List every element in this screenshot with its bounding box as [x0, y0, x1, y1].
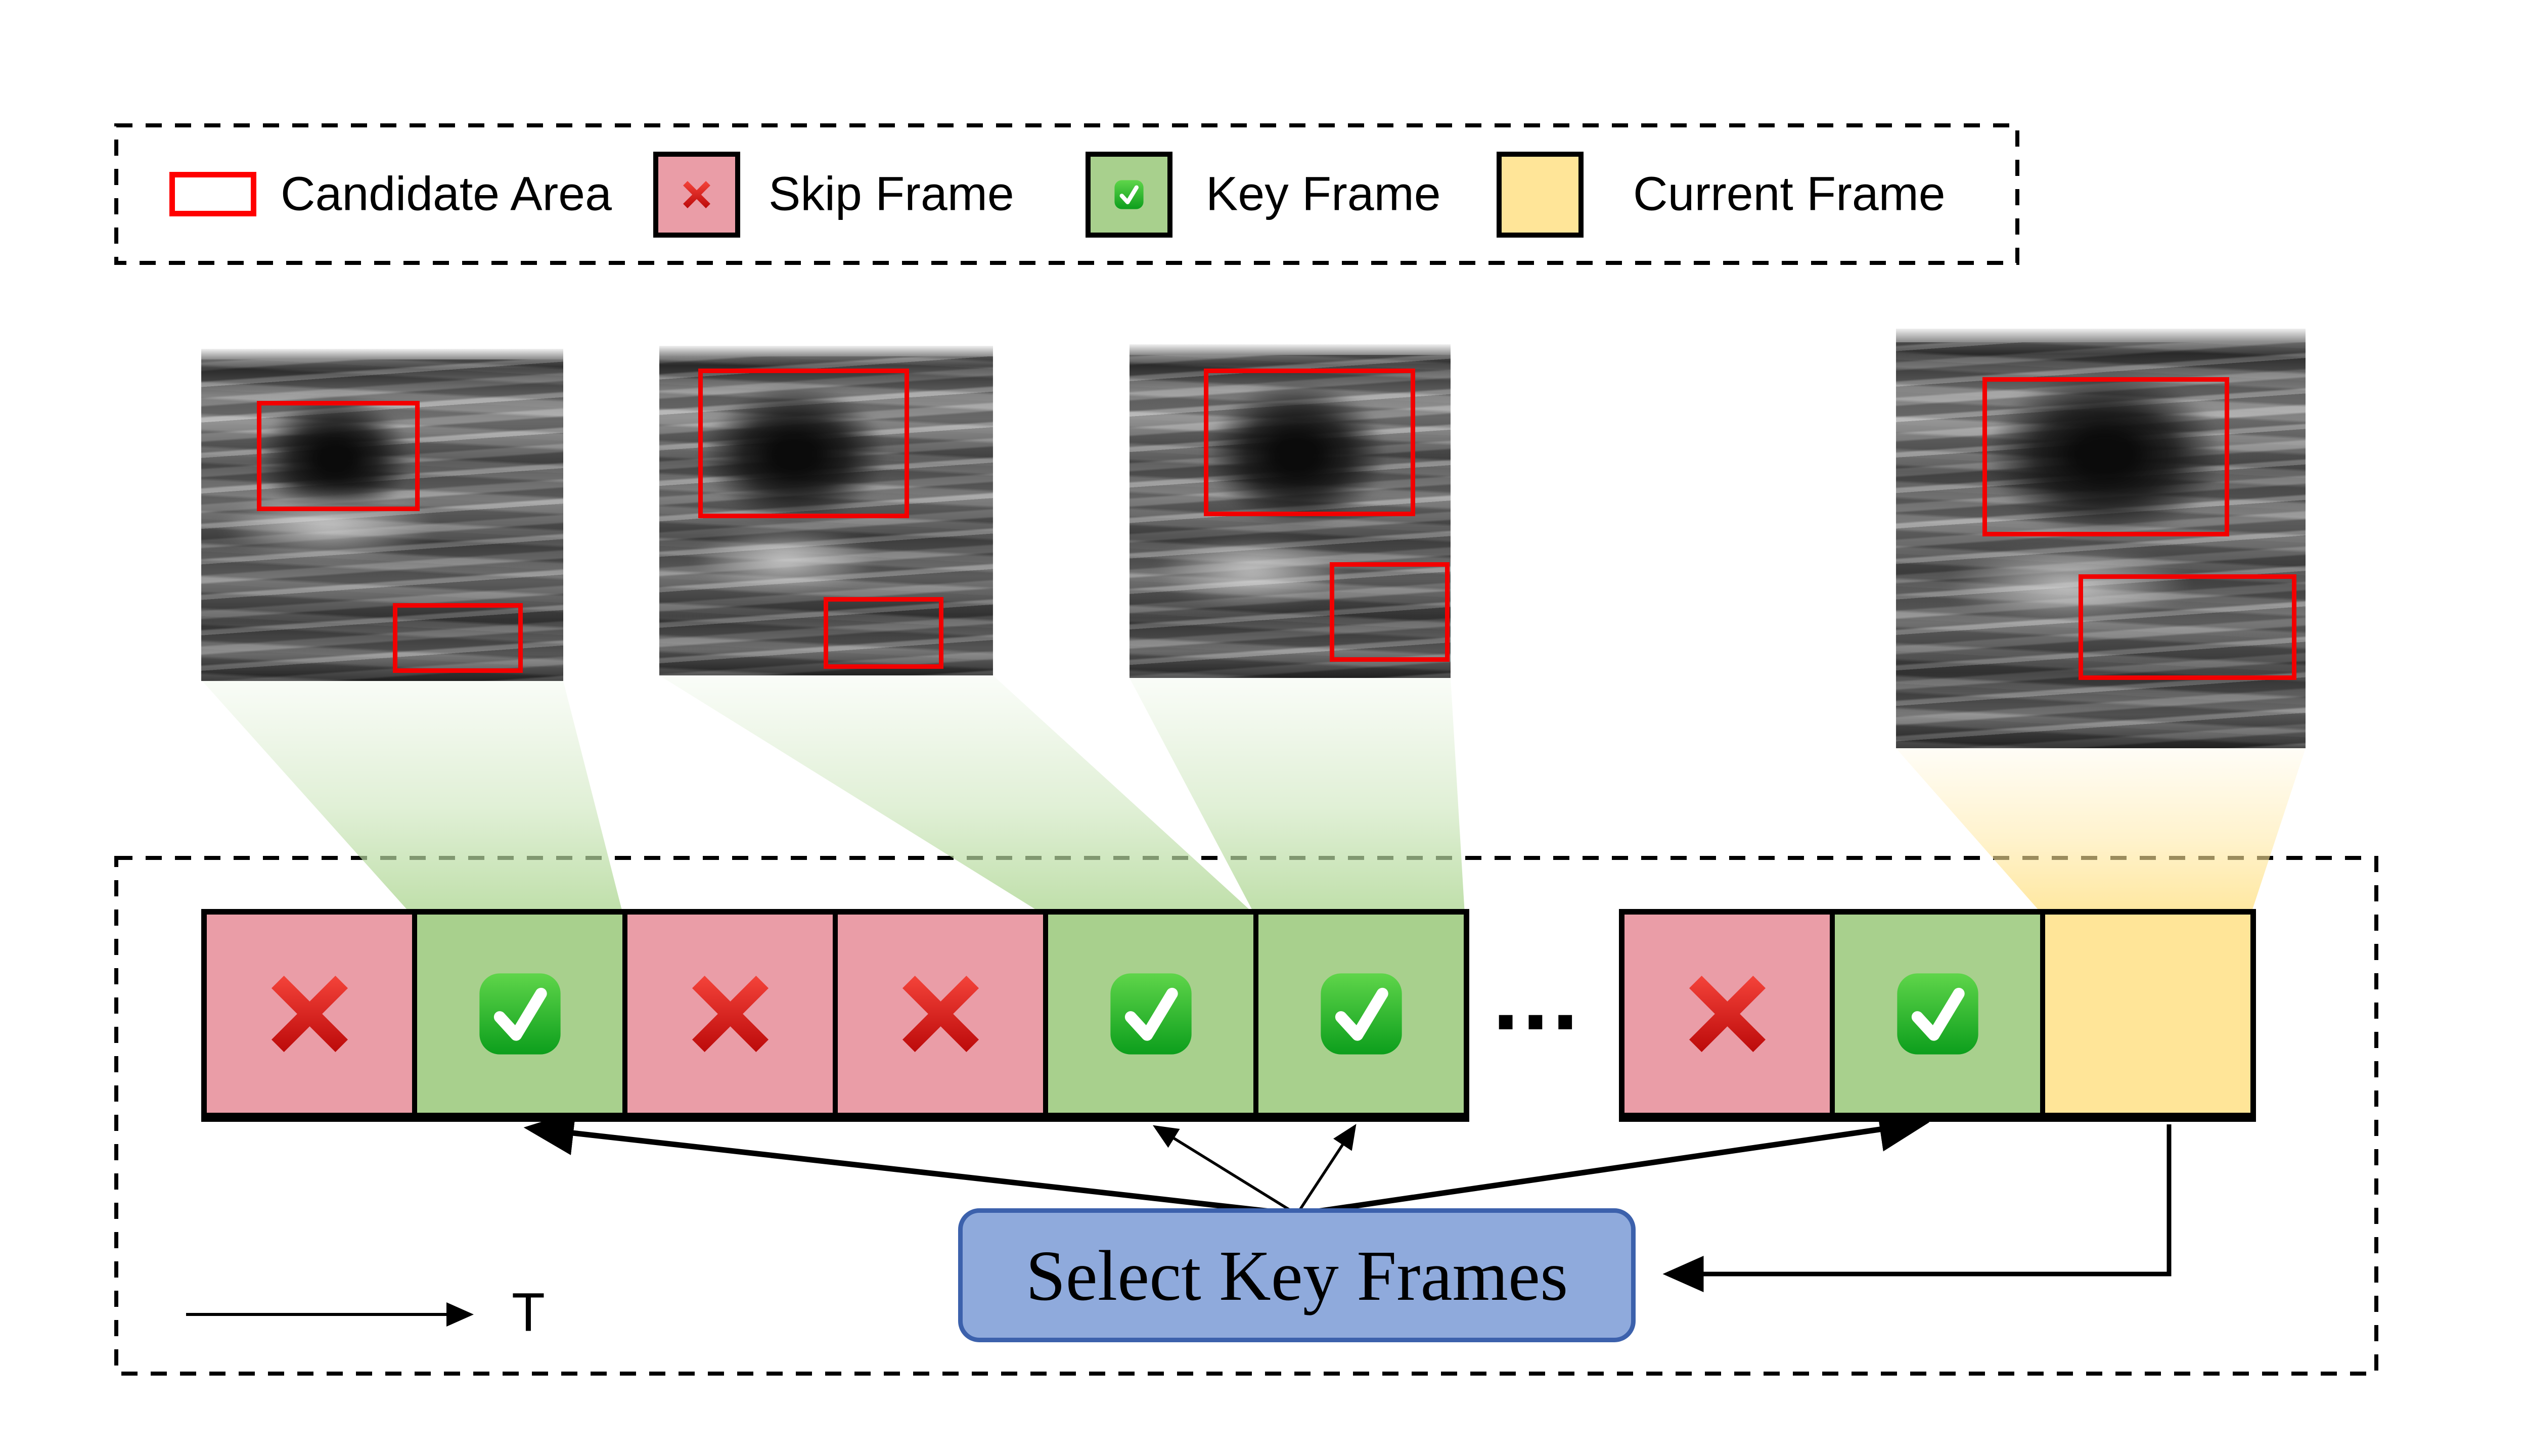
arrow-select-to-keyframe-3	[1295, 1124, 1357, 1215]
legend-label-skip-frame: Skip Frame	[769, 167, 1014, 221]
ultrasound-image-2	[659, 346, 993, 675]
select-key-frames-box: Select Key Frames	[958, 1208, 1636, 1342]
timeline-frame-skip	[835, 912, 1046, 1115]
skip-frame-chip	[653, 152, 740, 238]
timeline-strip-left	[201, 909, 1469, 1122]
legend-label-key-frame: Key Frame	[1206, 167, 1441, 221]
select-key-frames-label: Select Key Frames	[1025, 1235, 1568, 1315]
candidate-area-box	[1203, 369, 1415, 516]
timeline-frame-key	[1046, 912, 1256, 1115]
candidate-area-box	[1330, 562, 1450, 662]
beam-to-keyframe-3	[1130, 678, 1465, 914]
beam-to-current-frame	[1896, 748, 2306, 914]
current-frame-chip	[1497, 152, 1584, 238]
arrow-currentframe-to-select	[1662, 1124, 2172, 1292]
ultrasound-image-4	[1896, 329, 2306, 748]
timeline-frame-key	[1256, 912, 1466, 1115]
cross-mark-icon	[1689, 975, 1766, 1052]
ultrasound-image-1	[201, 349, 563, 681]
legend-border	[114, 123, 2019, 265]
legend-label-current-frame: Current Frame	[1633, 167, 1946, 221]
candidate-area-box	[824, 597, 943, 669]
cross-mark-icon	[683, 181, 710, 208]
beam-to-keyframe-2	[659, 675, 1254, 914]
timeline-frame-current	[2043, 912, 2253, 1115]
arrow-select-to-keyframe-2	[1152, 1125, 1298, 1216]
candidate-area-box	[393, 603, 523, 673]
timeline-frame-skip	[1622, 912, 1832, 1115]
timeline-ellipsis: ...	[1492, 943, 1582, 1050]
time-axis-label: T	[512, 1281, 545, 1343]
check-mark-icon	[1110, 973, 1192, 1055]
candidate-area-box	[2079, 574, 2297, 680]
cross-mark-icon	[271, 975, 348, 1052]
key-frame-chip	[1086, 152, 1172, 238]
check-mark-icon	[1897, 973, 1978, 1055]
timeline-frame-key	[415, 912, 625, 1115]
beam-to-keyframe-1	[202, 681, 623, 914]
candidate-area-box-icon	[169, 172, 256, 216]
candidate-area-box	[256, 401, 420, 512]
check-mark-icon	[1114, 180, 1144, 209]
timeline-frame-key	[1832, 912, 2043, 1115]
candidate-area-box	[698, 368, 909, 518]
timeline-frame-skip	[625, 912, 835, 1115]
check-mark-icon	[1320, 973, 1402, 1055]
candidate-area-box	[1982, 377, 2229, 536]
arrow-select-to-keyframe-4	[1296, 1107, 1930, 1217]
timeline-frame-skip	[204, 912, 415, 1115]
cross-mark-icon	[902, 975, 979, 1052]
timeline-strip-right	[1619, 909, 2256, 1122]
cross-mark-icon	[692, 975, 769, 1052]
arrow-select-to-keyframe-1	[523, 1111, 1297, 1217]
legend-label-candidate-area: Candidate Area	[281, 167, 612, 221]
ultrasound-image-3	[1130, 344, 1451, 678]
check-mark-icon	[479, 973, 561, 1055]
